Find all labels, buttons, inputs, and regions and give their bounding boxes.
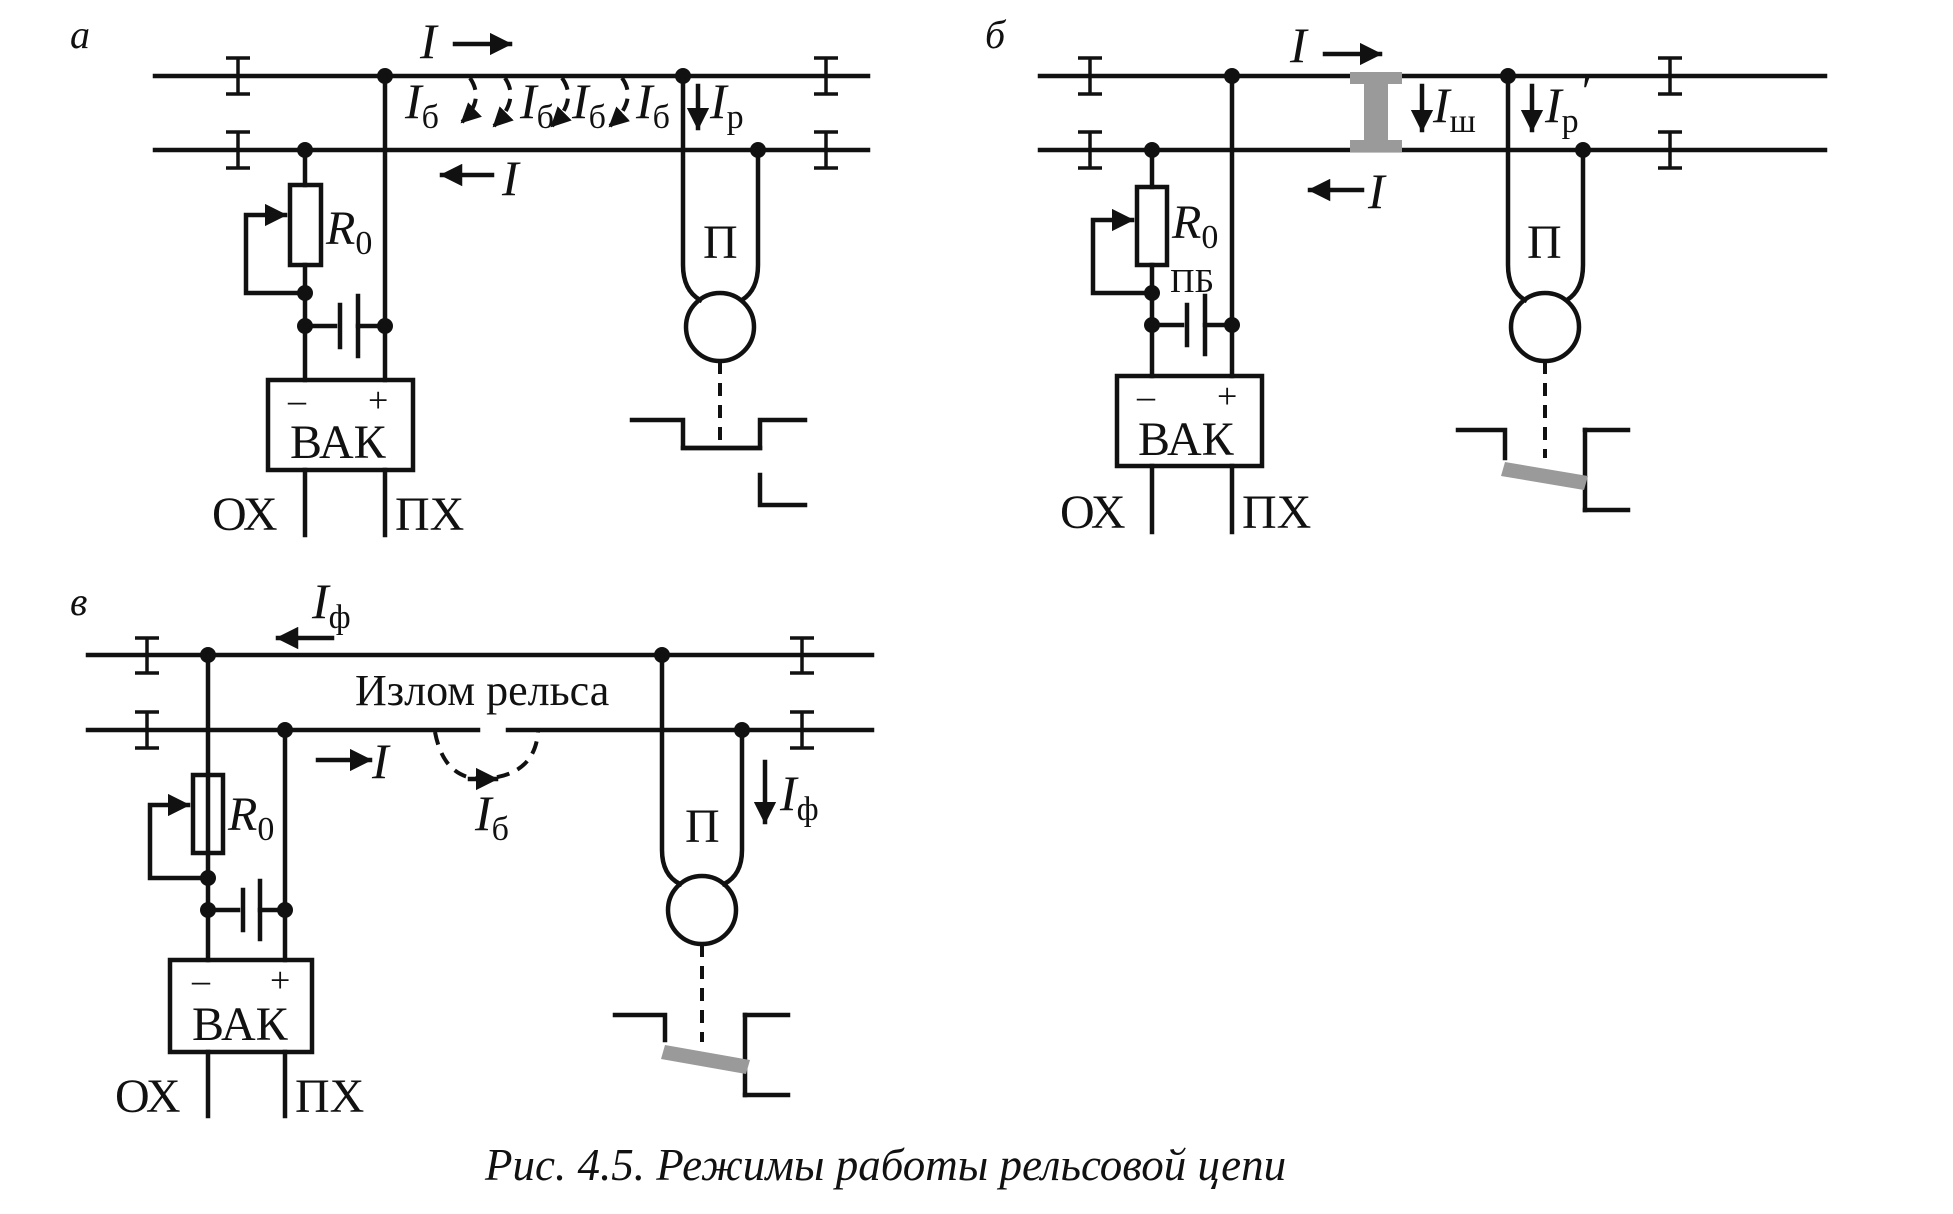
battery-label: ПБ	[1170, 263, 1214, 300]
ox-label: ОХ	[1060, 486, 1126, 539]
relay-end	[629, 68, 808, 508]
current-Ir-label: Iр	[709, 73, 744, 136]
svg-text:Iб: Iб	[635, 73, 670, 136]
train-shunt	[1350, 72, 1402, 152]
source-minus: –	[1136, 376, 1156, 416]
source-minus: –	[287, 380, 307, 420]
source-plus: +	[1217, 376, 1237, 416]
px-label: ПХ	[1242, 486, 1311, 539]
px-label: ПХ	[395, 488, 464, 541]
current-Ib-labels: Iб Iб Iб Iб	[404, 73, 670, 136]
source-label: ВАК	[290, 416, 387, 469]
relay-end	[612, 647, 791, 1098]
insulating-joint	[1078, 56, 1682, 170]
current-If-relay-label: Iф	[779, 765, 819, 828]
resistor-R0	[287, 182, 324, 268]
relay-label: П	[685, 800, 720, 853]
leakage-currents	[460, 76, 630, 128]
current-I-return-label: I	[1367, 163, 1387, 219]
source-label: ВАК	[1138, 413, 1235, 466]
relay-end	[1455, 68, 1631, 513]
source-plus: +	[368, 380, 388, 420]
bypass-current	[433, 731, 540, 781]
feed-end	[147, 647, 315, 1119]
feed-end	[1090, 68, 1265, 535]
current-I-label: I	[371, 733, 391, 789]
panel-a: а I Iб Iб Iб Iб Iр	[70, 12, 871, 541]
source-minus: –	[191, 960, 211, 1000]
vak-rectifier	[167, 957, 315, 1055]
svg-text:Iб: Iб	[404, 73, 439, 136]
insulating-joint	[135, 636, 814, 750]
ox-label: ОХ	[115, 1070, 181, 1123]
current-If-label: Iф	[311, 573, 351, 636]
panel-b: б I Iш Iр′ I	[985, 12, 1828, 539]
resistor-R0-label: R0	[325, 202, 372, 262]
rail-break-label: Излом рельса	[355, 666, 609, 715]
figure-caption: Рис. 4.5. Режимы работы рельсовой цепи	[484, 1140, 1286, 1190]
relay-contact-open	[661, 1045, 750, 1074]
feed-end	[243, 68, 416, 538]
panel-v-letter: в	[70, 579, 87, 624]
panel-a-letter: а	[70, 12, 90, 57]
svg-text:Iб: Iб	[519, 73, 554, 136]
relay-coil	[683, 290, 757, 364]
current-Ib-label: Iб	[474, 785, 509, 848]
ox-label: ОХ	[212, 488, 278, 541]
current-Ir-prime-label: Iр′	[1544, 63, 1591, 140]
panel-v: в Iф Излом рельса Iб I	[70, 573, 875, 1123]
px-label: ПХ	[295, 1070, 364, 1123]
current-I-return-label: I	[501, 150, 521, 206]
current-I-label: I	[419, 13, 439, 69]
vak-rectifier	[265, 377, 416, 473]
current-I-label: I	[1289, 17, 1309, 73]
resistor-R0-label: R0	[1171, 196, 1218, 256]
relay-label: П	[703, 216, 738, 269]
current-Ish-label: Iш	[1432, 77, 1476, 140]
svg-text:Iб: Iб	[571, 73, 606, 136]
insulating-joint	[226, 56, 838, 170]
resistor-R0-label: R0	[227, 788, 274, 848]
relay-label: П	[1527, 216, 1562, 269]
resistor-R0	[190, 772, 226, 856]
panel-b-letter: б	[985, 12, 1007, 57]
vak-rectifier	[1114, 373, 1265, 469]
source-plus: +	[270, 960, 290, 1000]
relay-coil	[665, 873, 739, 947]
relay-contact-open	[1501, 462, 1588, 490]
relay-coil	[1508, 290, 1582, 364]
source-label: ВАК	[192, 998, 289, 1051]
resistor-R0	[1134, 184, 1170, 268]
